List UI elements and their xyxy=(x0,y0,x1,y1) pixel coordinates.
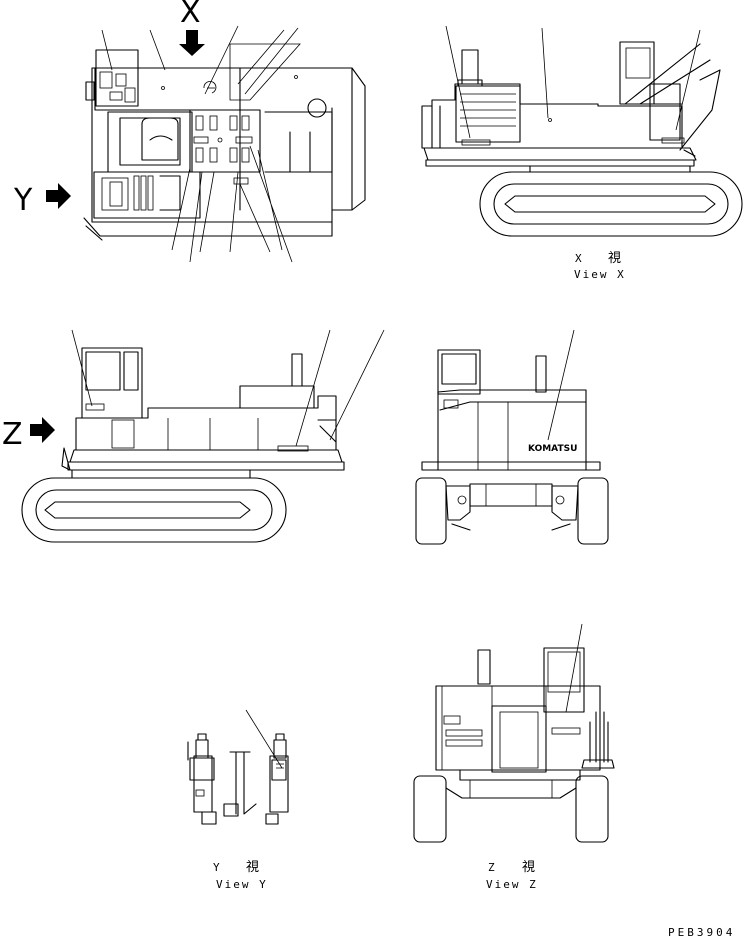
decal-grid xyxy=(193,115,253,185)
side-view: Z xyxy=(2,329,385,543)
view-y-kanji: 視 xyxy=(246,860,259,875)
view-y-caption: View Y xyxy=(216,878,268,891)
view-x-caption: View X xyxy=(574,268,626,281)
top-view: X Y xyxy=(13,0,366,263)
view-z-letter: Z xyxy=(488,861,497,874)
arrow-z-icon xyxy=(30,417,55,443)
arrow-y-icon xyxy=(46,183,71,209)
marker-x-label: X xyxy=(180,0,201,30)
view-y: Y 視 View Y xyxy=(187,709,289,891)
view-x-kanji: 視 xyxy=(608,251,621,266)
rear-view: KOMATSU xyxy=(415,329,609,545)
view-z-kanji: 視 xyxy=(522,860,535,875)
view-x: X 視 View X xyxy=(421,25,743,281)
brand-logo: KOMATSU xyxy=(528,444,577,454)
view-z-caption: View Z xyxy=(486,878,538,891)
marker-z-label: Z xyxy=(2,417,23,452)
drawing-code: PEB3904 xyxy=(668,926,735,939)
view-y-letter: Y xyxy=(213,861,222,874)
arrow-x-icon xyxy=(179,30,205,56)
marker-y-label: Y xyxy=(13,183,33,218)
view-z: Z 視 View Z xyxy=(413,623,615,891)
view-x-letter: X xyxy=(575,252,584,265)
